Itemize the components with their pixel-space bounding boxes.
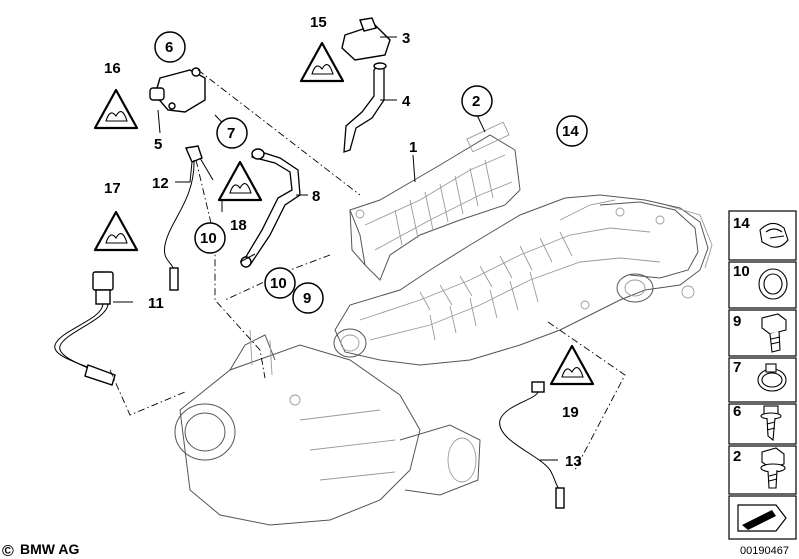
copyright-symbol: © <box>2 543 14 559</box>
callout-11: 11 <box>148 295 164 312</box>
legend-number-2: 2 <box>733 448 741 465</box>
image-number: 00190467 <box>740 545 789 557</box>
hose-clamp-icon <box>757 363 787 392</box>
callout-18: 18 <box>230 217 247 234</box>
heat-shield-bracket-drawing <box>349 121 521 281</box>
warning-triangle-19 <box>549 344 595 386</box>
legend-number-7: 7 <box>733 359 741 376</box>
callout-10a: 10 <box>200 230 217 247</box>
warning-triangle-17 <box>93 210 139 252</box>
callout-19: 19 <box>562 404 579 421</box>
callout-13: 13 <box>565 453 582 470</box>
callout-9: 9 <box>303 290 311 307</box>
reference-arrow-icon <box>737 504 787 532</box>
callout-16: 16 <box>104 60 121 77</box>
callout-4: 4 <box>402 93 411 110</box>
legend-number-9: 9 <box>733 313 741 330</box>
callout-1: 1 <box>409 139 417 156</box>
callout-6: 6 <box>165 39 173 56</box>
callout-7: 7 <box>227 125 235 142</box>
oxygen-sensor-part-11 <box>54 271 116 386</box>
callout-5: 5 <box>154 136 162 153</box>
legend-number-6: 6 <box>733 403 741 420</box>
callout-circles <box>154 31 588 314</box>
legend-number-10: 10 <box>733 263 750 280</box>
legend-panel: 14 10 9 7 6 2 <box>728 210 797 540</box>
callout-10b: 10 <box>270 275 287 292</box>
temperature-sensor-part-12 <box>163 145 203 291</box>
hex-bolt-icon <box>761 313 787 353</box>
callout-labels: 1 3 4 5 8 11 12 13 15 16 17 18 19 2 6 7 … <box>104 14 582 470</box>
callout-2: 2 <box>472 93 480 110</box>
sensor-part-3 <box>341 17 391 61</box>
flange-screw-icon <box>760 405 782 442</box>
callout-8: 8 <box>312 188 320 205</box>
vacuum-hose-part-4 <box>343 62 387 153</box>
warning-triangle-16 <box>93 88 139 130</box>
sealing-ring-icon <box>758 268 788 300</box>
warning-triangle-15 <box>299 41 345 83</box>
leader-lines <box>113 36 558 461</box>
collar-bolt-icon <box>760 447 786 489</box>
legend-number-14: 14 <box>733 215 750 232</box>
temperature-sensor-part-13 <box>499 381 565 509</box>
callout-15: 15 <box>310 14 327 31</box>
callout-12: 12 <box>152 175 169 192</box>
pressure-sensor-part-5 <box>149 67 206 113</box>
warning-triangle-18 <box>217 160 263 202</box>
hose-clip-icon <box>759 222 789 248</box>
callout-17: 17 <box>104 180 121 197</box>
footer: © BMW AG 00190467 <box>2 541 789 559</box>
callout-3: 3 <box>402 30 410 47</box>
pressure-pipe-part-8 <box>240 148 301 268</box>
brand-label: BMW AG <box>20 541 79 557</box>
particulate-filter-drawing <box>174 329 481 526</box>
reference-lines <box>109 69 626 471</box>
callout-14: 14 <box>562 123 579 140</box>
intake-manifold-drawing <box>333 194 713 366</box>
